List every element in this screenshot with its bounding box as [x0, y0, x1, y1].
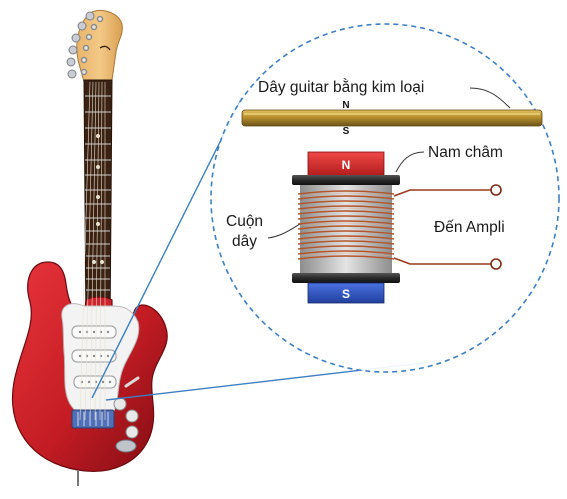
pickup: N S: [292, 151, 400, 304]
guitar-knobs: [113, 397, 139, 439]
magnet-south-pole: [307, 282, 385, 304]
magnet-south-label: S: [342, 287, 350, 301]
bobbin-top-flange: [292, 175, 400, 185]
label-to-amp: Đến Ampli: [434, 219, 505, 236]
magnet-core: [300, 185, 392, 273]
output-terminal-top: [490, 184, 502, 196]
output-wires: [393, 189, 491, 265]
guitar-jack-plate: [115, 439, 137, 453]
tuning-pegs: [66, 11, 95, 79]
label-magnet: Nam châm: [428, 144, 503, 161]
leader-guitar-string: [469, 87, 511, 109]
magnet-north-label: N: [342, 158, 351, 172]
leader-magnet: [395, 151, 425, 173]
metal-guitar-string: [241, 109, 543, 127]
output-terminal-bottom: [490, 258, 502, 270]
magnet-north-pole: [307, 151, 385, 177]
label-guitar-string: Dây guitar bằng kim loại: [258, 79, 424, 96]
label-coil-line2: dây: [232, 233, 257, 250]
bobbin-bottom-flange: [292, 273, 400, 283]
guitar: [12, 10, 168, 486]
leader-coil: [267, 223, 301, 239]
coil-windings: [297, 190, 395, 260]
label-coil-line1: Cuộn: [226, 213, 263, 230]
string-pole-north: N: [342, 100, 349, 111]
guitar-strings: [79, 81, 106, 421]
guitar-bridge: [71, 409, 115, 429]
string-pole-south: S: [343, 126, 350, 137]
